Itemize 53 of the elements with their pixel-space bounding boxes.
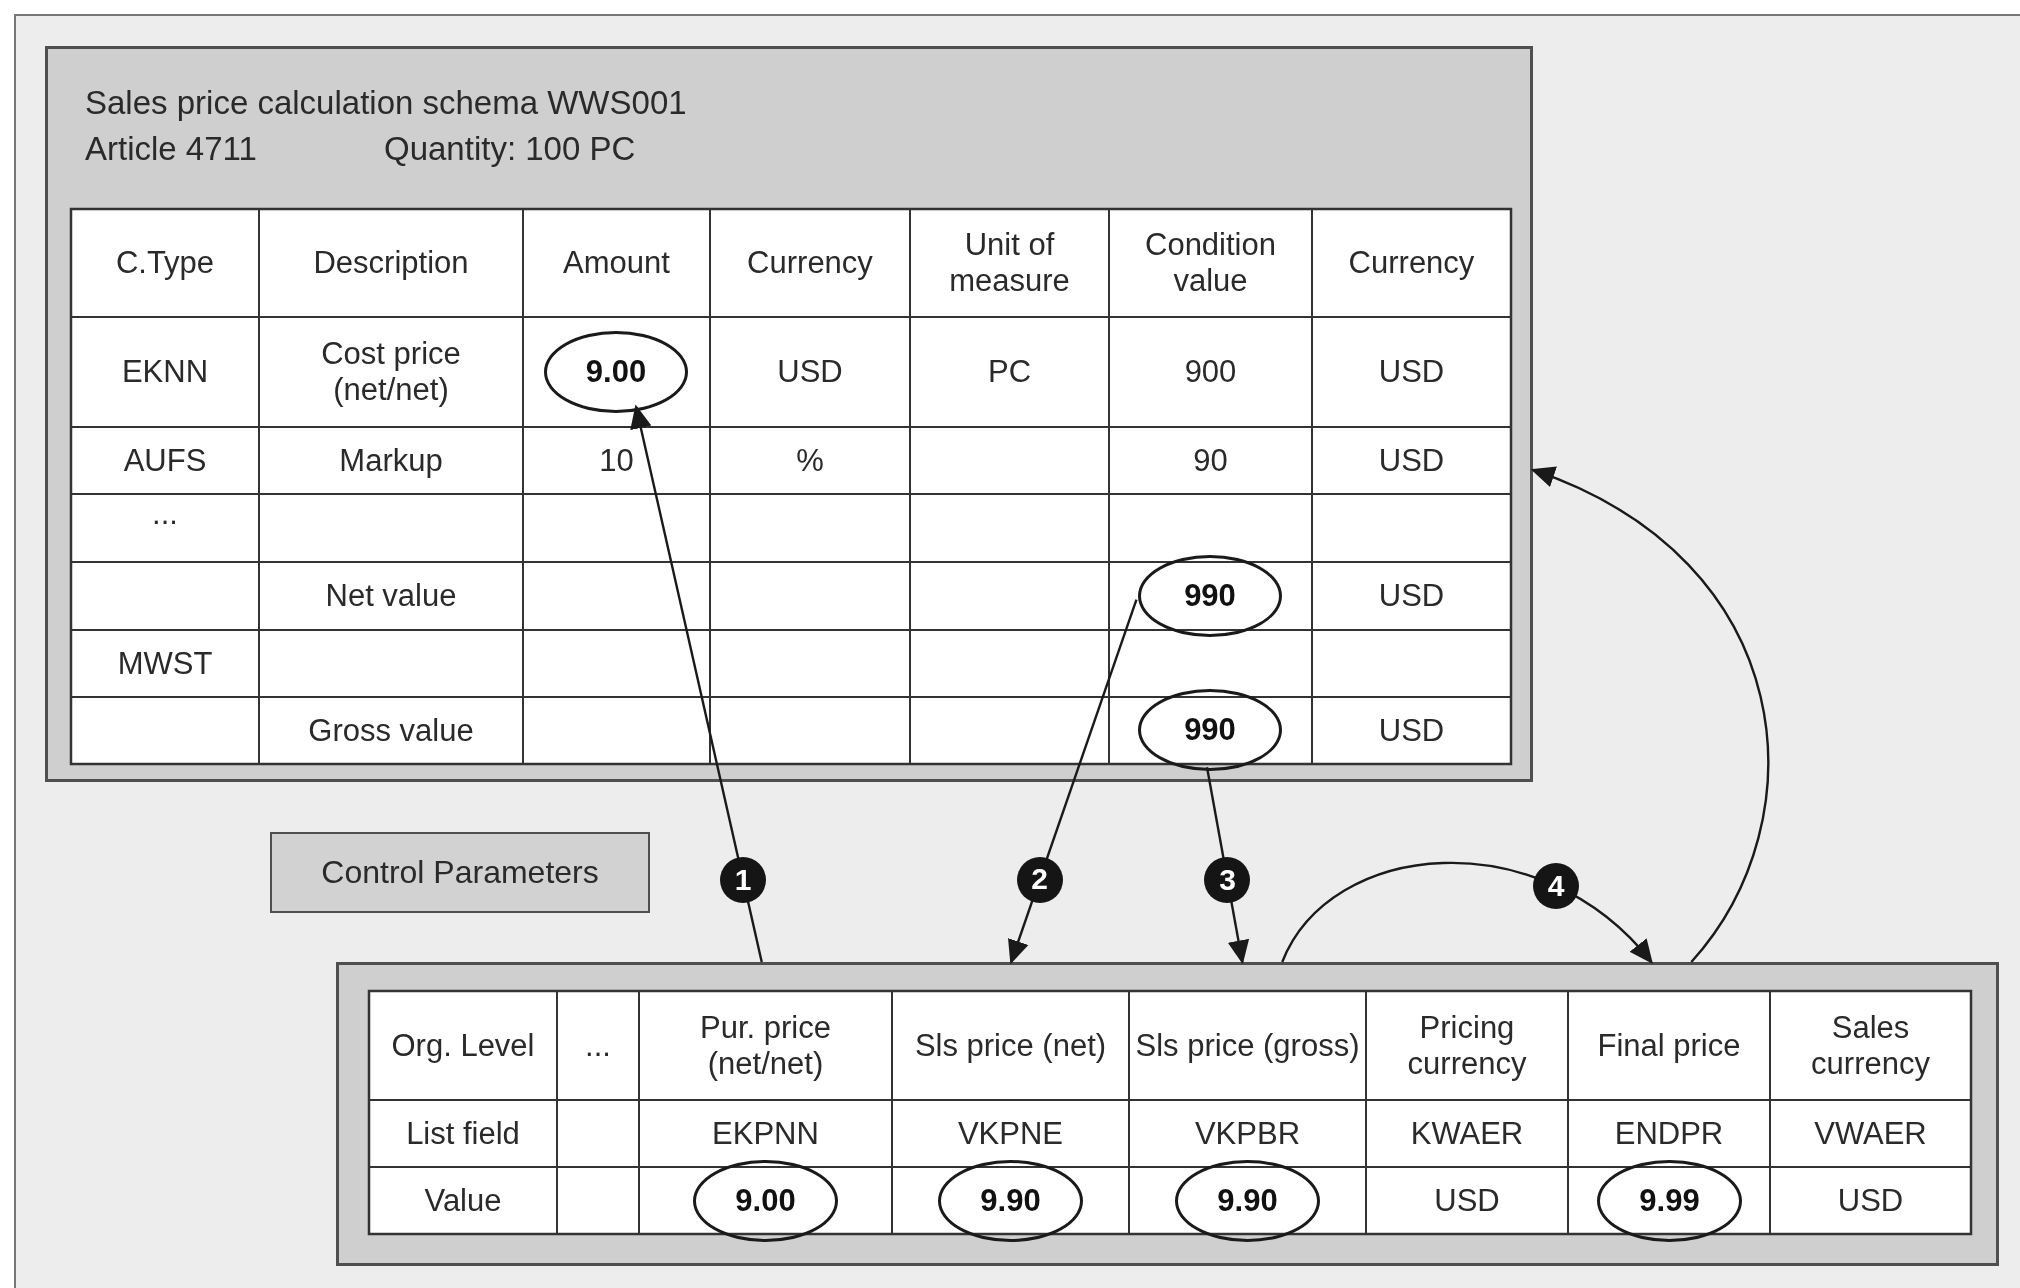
table-value: USD [1378, 712, 1445, 749]
column-header: Currency [1348, 245, 1475, 281]
panel-heading: Sales price calculation schema WWS001 [85, 83, 688, 124]
panel [336, 962, 1999, 1266]
column-header: Condition value [1144, 227, 1277, 299]
column-header: C.Type [115, 245, 215, 281]
column-header: ... [585, 1027, 611, 1064]
table-value: VKPBR [1194, 1115, 1301, 1152]
table-value: 10 [599, 442, 634, 479]
table-value: USD [1837, 1182, 1904, 1219]
column-header: Sls price (gross) [1135, 1027, 1360, 1064]
table-value: USD [777, 354, 843, 390]
arrow [1008, 599, 1138, 965]
row-header: List field [406, 1115, 520, 1152]
column-header: Unit of measure [948, 227, 1071, 299]
row-header: Value [424, 1182, 502, 1219]
panel [45, 46, 1533, 782]
row-header: AUFS [123, 442, 207, 479]
parameter-box: Control Parameters [270, 832, 650, 913]
table-value: USD [1378, 442, 1445, 479]
column-header: Pricing currency [1406, 1009, 1528, 1082]
table-value: Net value [325, 578, 457, 614]
panel-subheading: Quantity: 100 PC [384, 129, 637, 170]
arrow [1281, 861, 1654, 964]
row-header: ... [152, 496, 178, 532]
table-value: VWAER [1814, 1115, 1927, 1152]
table-value: Cost price (net/net) [320, 336, 462, 408]
table-value: VKPNE [957, 1115, 1064, 1152]
table-value: PC [987, 354, 1032, 390]
column-header: Amount [563, 245, 670, 281]
table-value: USD [1378, 354, 1445, 390]
column-header: Sls price (net) [914, 1027, 1107, 1064]
arrow [1530, 468, 1769, 963]
column-header: Pur. price (net/net) [699, 1009, 832, 1082]
row-header: MWST [117, 645, 213, 682]
column-header: Org. Level [391, 1027, 535, 1064]
arrow [630, 404, 763, 963]
table-value: Gross value [308, 712, 474, 749]
table-value: KWAER [1410, 1115, 1524, 1152]
table-value: Markup [339, 442, 443, 479]
table-value: EKPNN [712, 1115, 819, 1152]
column-header: Final price [1597, 1027, 1741, 1064]
table-value: USD [1434, 1182, 1500, 1219]
column-header: Currency [747, 245, 873, 281]
panel-subheading: Article 4711 [85, 129, 258, 170]
table-value: % [796, 442, 824, 479]
table-value: USD [1378, 578, 1445, 614]
column-header: Description [313, 245, 469, 281]
row-header: EKNN [121, 354, 209, 390]
table-value: 900 [1184, 354, 1237, 390]
table-value: 90 [1193, 442, 1228, 479]
table-value: ENDPR [1614, 1115, 1724, 1152]
column-header: Sales currency [1810, 1009, 1931, 1082]
